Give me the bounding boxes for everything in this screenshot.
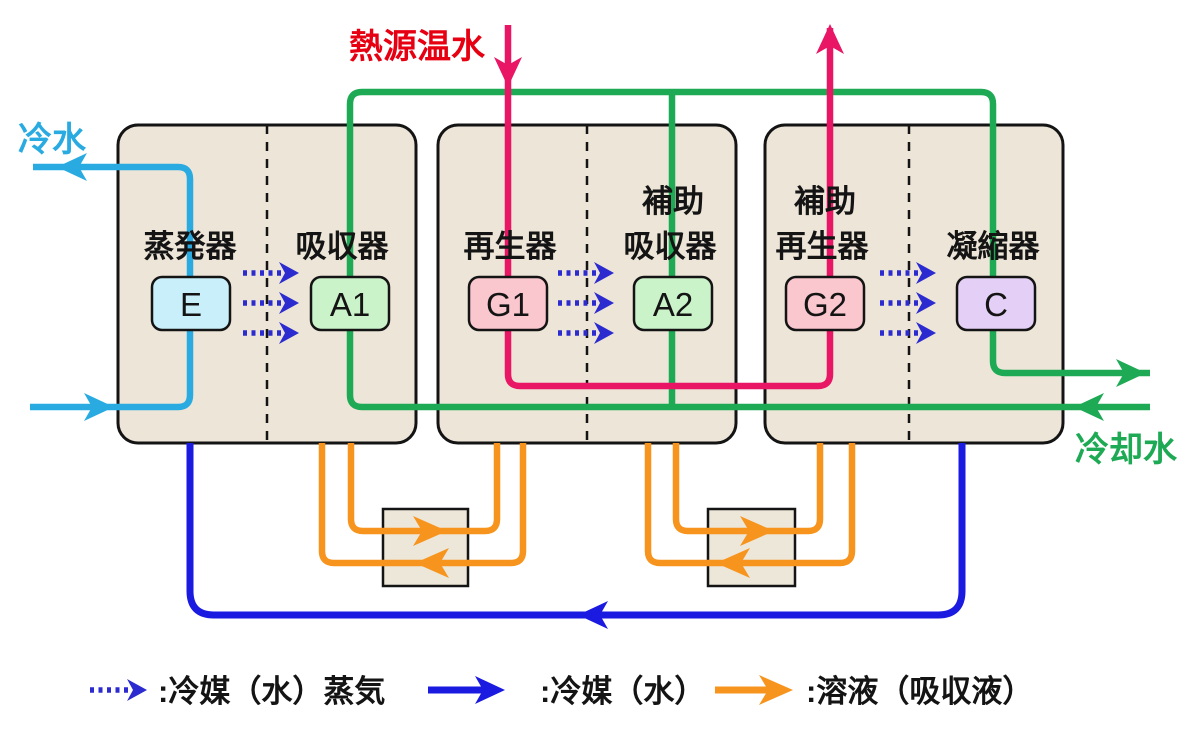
label-aux-absorber-line2: 吸収器 [624, 229, 718, 264]
heat-exchanger-2 [706, 507, 797, 588]
vapor-arrow-icon [594, 322, 614, 344]
unit-code-evaporator: E [180, 286, 202, 323]
label-absorber: 吸収器 [296, 229, 390, 264]
vapor-arrow-icon [916, 322, 936, 344]
solution-hx1-forward-arrow-icon [413, 516, 447, 546]
unit-code-generator: G1 [486, 286, 530, 323]
cooling-water-out-arrow-icon [1116, 359, 1146, 387]
unit-box-evaporator [150, 275, 232, 332]
vapor-arrow-icon [279, 292, 299, 314]
refrigerant-arrow-icon [578, 601, 608, 629]
solution-line-hx2-return [644, 443, 856, 567]
shell-aux-generator-condenser [763, 123, 1065, 445]
label-evaporator: 蒸発器 [144, 229, 238, 264]
unit-box-absorber [309, 275, 391, 332]
solution-hx2-return-arrow-icon [716, 548, 750, 578]
label-aux-generator-line2: 再生器 [776, 229, 870, 264]
unit-box-generator [467, 275, 549, 332]
label-condenser: 凝縮器 [947, 229, 1041, 264]
vapor-arrow-icon [916, 292, 936, 314]
label-cooling-water: 冷却水 [1075, 431, 1178, 469]
chilled-water-in-arrow-icon [84, 393, 114, 421]
unit-code-aux-absorber: A2 [653, 286, 693, 323]
unit-box-aux-generator [784, 275, 866, 332]
legend-solution-arrow-icon [759, 675, 793, 705]
chilled-water-out-arrow-icon [57, 153, 87, 181]
solution-hx1-return-arrow-icon [415, 548, 449, 578]
label-aux-absorber-line1: 補助 [641, 184, 704, 219]
unit-code-absorber: A1 [330, 286, 370, 323]
heat-source-line [504, 25, 834, 390]
legend-refrigerant-label: :冷媒（水） [540, 674, 705, 709]
heat-source-out-arrow-icon [816, 24, 844, 54]
vapor-arrow-icon [594, 262, 614, 284]
legend-solution-label: :溶液（吸収液） [806, 674, 1033, 709]
unit-code-aux-generator: G2 [803, 286, 847, 323]
legend-vapor-label: :冷媒（水）蒸気 [158, 674, 385, 709]
legend-refrigerant-arrow-icon [475, 676, 505, 704]
cooling-water-in-arrow-icon [1074, 393, 1104, 421]
unit-box-condenser [955, 275, 1037, 332]
solution-line-hx2-forward [672, 443, 824, 535]
vapor-arrow-icon [279, 322, 299, 344]
vapor-arrow-icon [916, 262, 936, 284]
vapor-arrow-icon [594, 292, 614, 314]
label-aux-generator-line1: 補助 [793, 184, 856, 219]
unit-box-aux-absorber [632, 275, 714, 332]
unit-code-condenser: C [984, 286, 1008, 323]
heat-exchanger-1 [381, 507, 470, 588]
label-heat-source: 熱源温水 [349, 28, 486, 66]
label-generator: 再生器 [464, 229, 558, 264]
heat-source-in-arrow-icon [494, 57, 522, 87]
refrigerant-line [186, 443, 966, 619]
solution-hx2-forward-arrow-icon [740, 516, 774, 546]
label-chilled-water: 冷水 [18, 121, 87, 159]
vapor-arrow-icon [279, 262, 299, 284]
legend-vapor-arrow-icon [127, 679, 147, 701]
